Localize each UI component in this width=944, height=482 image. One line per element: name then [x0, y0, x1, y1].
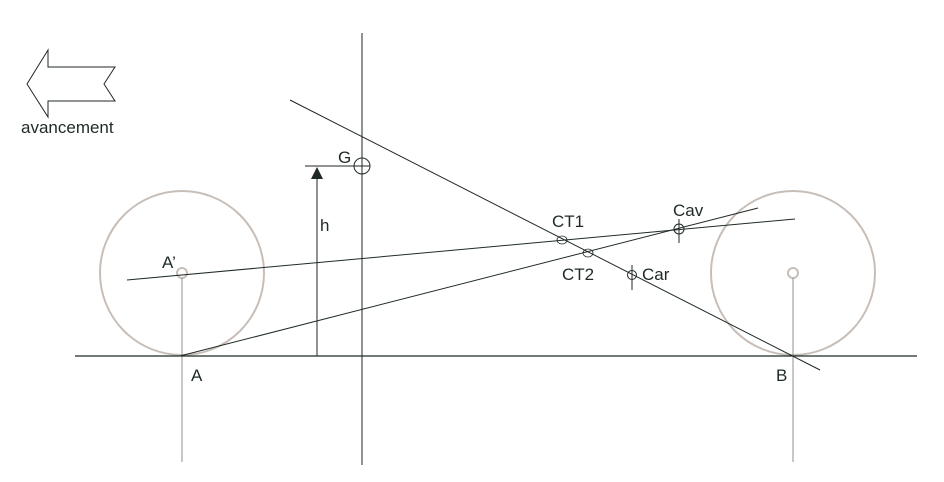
label-Car: Car — [642, 265, 670, 284]
front-hub — [787, 267, 799, 279]
direction-label: avancement — [21, 118, 114, 137]
label-CT2: CT2 — [562, 265, 594, 284]
label-G: G — [338, 148, 351, 167]
label-B: B — [776, 366, 787, 385]
label-CT1: CT1 — [552, 212, 584, 231]
label-h: h — [320, 216, 329, 235]
label-A-prime: A’ — [162, 253, 176, 272]
CT2-marker — [582, 248, 594, 258]
rear-hub — [176, 267, 188, 279]
line-from-A-prime — [126, 218, 796, 281]
height-arrow-head-icon — [311, 167, 323, 179]
CT1-marker — [556, 235, 568, 245]
label-Cav: Cav — [673, 201, 704, 220]
direction-arrow-icon — [26, 48, 116, 119]
label-A: A — [191, 366, 203, 385]
line-through-B — [289, 99, 821, 371]
line-from-A — [179, 207, 759, 357]
